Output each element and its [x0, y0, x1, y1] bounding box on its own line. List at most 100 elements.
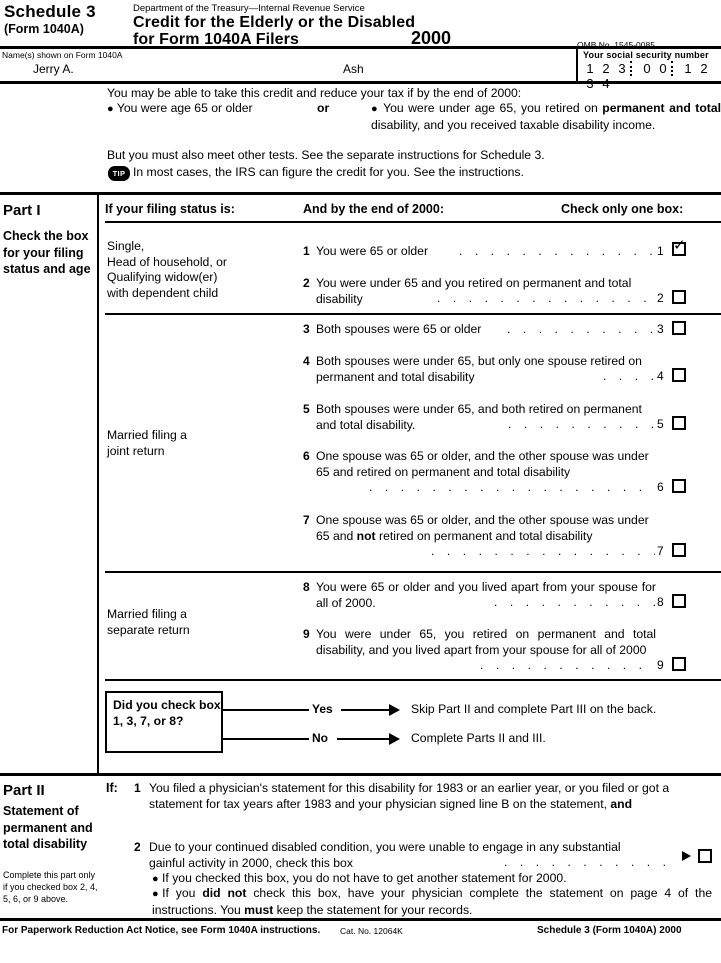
name-field-label: Name(s) shown on Form 1040A: [2, 50, 123, 60]
ssn-digit-6: 1: [684, 61, 692, 76]
intro-bullet-1-text: You were age 65 or older: [116, 101, 253, 115]
flow-line-yes-2: [341, 709, 390, 711]
part2-item1-text: You filed a physician's statement for th…: [149, 781, 714, 812]
part2-title: Part II: [3, 782, 45, 799]
filing-status-joint: Married filing a joint return: [107, 428, 187, 458]
checkbox-row-4[interactable]: [672, 368, 686, 382]
row-3-leader: . . . . . . . . . . . . . .: [507, 322, 655, 336]
ssn-value[interactable]: 123 00 1234: [582, 61, 721, 91]
intro-bullet-2-c: disability, and you received taxable dis…: [371, 117, 656, 132]
form-title-line2: for Form 1040A Filers: [133, 31, 300, 48]
row-3-box-number: 3: [657, 322, 664, 336]
column-header-check-one: Check only one box:: [561, 202, 684, 216]
name-last-value[interactable]: Ash: [343, 62, 364, 76]
name-first-value[interactable]: Jerry A.: [33, 62, 74, 76]
ssn-digit-1: 1: [586, 61, 594, 76]
row-9-leader: . . . . . . . . . . . . . . . .: [480, 658, 655, 672]
footer-catalog-number: Cat. No. 12064K: [340, 926, 403, 936]
row-9-text: You were under 65, you retired on perman…: [316, 627, 656, 657]
arrow-right-icon: [389, 733, 400, 745]
row-1-box-number: 1: [657, 244, 664, 258]
ssn-separator: [630, 61, 639, 76]
part2-bullet-2-a: If you: [162, 886, 203, 900]
footer-paperwork-notice: For Paperwork Reduction Act Notice, see …: [2, 925, 321, 936]
flow-dest-yes: Skip Part II and complete Part III on th…: [411, 702, 657, 716]
row-8-box-number: 8: [657, 595, 664, 609]
checkbox-row-9[interactable]: [672, 657, 686, 671]
divider-after-group-single: [105, 313, 721, 315]
part2-item2-leader: . . . . . . . . . . . . .: [504, 855, 670, 869]
part2-bullet-2: ●If you did not check this box, have you…: [152, 886, 712, 918]
part2-bullet-2-e: keep the statement for your records.: [273, 902, 473, 917]
filing-status-single: Single, Head of household, or Qualifying…: [107, 239, 227, 300]
ssn-separator: [671, 61, 680, 76]
checkbox-row-2[interactable]: [672, 290, 686, 304]
part2-bullet-2-bold-2: must: [244, 902, 274, 917]
omb-number: OMB No. 1545-0085: [577, 40, 655, 50]
row-7-number: 7: [303, 513, 310, 527]
callout-question: Did you check box 1, 3, 7, or 8?: [113, 698, 221, 728]
row-6-leader: . . . . . . . . . . . . . . . . . . . . …: [369, 480, 655, 494]
checkbox-row-5[interactable]: [672, 416, 686, 430]
row-5-number: 5: [303, 402, 310, 416]
ssn-digit-4: 0: [643, 61, 651, 76]
divider-above-footer: [0, 918, 721, 921]
filing-status-separate: Married filing a separate return: [107, 607, 190, 637]
form-reference: (Form 1040A): [4, 22, 84, 36]
part2-bullet-1-text: If you checked this box, you do not have…: [162, 871, 567, 885]
column-header-end-of-year: And by the end of 2000:: [303, 202, 444, 216]
part1-subtitle: Check the box for your filing status and…: [3, 229, 91, 276]
row-6-text: One spouse was 65 or older, and the othe…: [316, 449, 649, 479]
intro-bullet-2: ● You were under age 65, you retired on …: [371, 101, 721, 133]
bullet-dot-icon: ●: [152, 888, 163, 900]
divider-under-name: [0, 81, 721, 84]
checkbox-row-7[interactable]: [672, 543, 686, 557]
checkbox-part2-item2[interactable]: [698, 849, 712, 863]
part2-item1-bold: and: [610, 796, 633, 811]
part2-item2-text: Due to your continued disabled condition…: [149, 840, 621, 870]
part1-title: Part I: [3, 202, 41, 219]
callout-box: Did you check box 1, 3, 7, or 8?: [105, 691, 223, 753]
row-8-text: You were 65 or older and you lived apart…: [316, 580, 656, 610]
row-2-leader: . . . . . . . . . . . . . . . . . . . . …: [437, 291, 655, 305]
ssn-digit-3: 3: [618, 61, 626, 76]
row-2-text: You were under 65 and you retired on per…: [316, 276, 632, 306]
part2-bullet-2-c: check this box, have your physician comp…: [152, 886, 712, 917]
footer-form-id: Schedule 3 (Form 1040A) 2000: [537, 925, 682, 936]
checkbox-row-1[interactable]: ✓: [672, 238, 686, 256]
ssn-label: Your social security number: [583, 50, 709, 60]
row-7-leader: . . . . . . . . . . . . . . . . . . . . …: [431, 544, 655, 558]
part1-column-divider: [97, 192, 99, 776]
flow-line-yes: [223, 709, 309, 711]
part2-item2-number: 2: [134, 840, 141, 854]
tip-text: In most cases, the IRS can figure the cr…: [133, 165, 524, 179]
tip-icon-label: TIP: [112, 169, 126, 178]
row-9-box-number: 9: [657, 658, 664, 672]
row-4-text: Both spouses were under 65, but only one…: [316, 354, 642, 384]
arrow-right-icon: [682, 851, 691, 861]
part2-note: Complete this part only if you checked b…: [3, 870, 98, 904]
row-4-number: 4: [303, 354, 310, 368]
checkbox-row-3[interactable]: [672, 321, 686, 335]
row-6-box-number: 6: [657, 480, 664, 494]
intro-or-label: or: [317, 101, 330, 115]
checkbox-row-8[interactable]: [672, 594, 686, 608]
row-7-box-number: 7: [657, 544, 664, 558]
checkmark-icon: ✓: [673, 237, 686, 254]
checkbox-row-6[interactable]: [672, 479, 686, 493]
tip-icon: TIP: [108, 166, 130, 181]
flow-dest-no: Complete Parts II and III.: [411, 731, 546, 745]
form-title-line1: Credit for the Elderly or the Disabled: [133, 14, 416, 31]
intro-bullet-2-a: You were under age 65, you retired on: [383, 101, 603, 115]
intro-bullet-1: ● You were age 65 or older: [107, 101, 253, 118]
divider-under-column-headers: [105, 221, 721, 223]
bullet-dot-icon: ●: [371, 103, 379, 115]
row-8-leader: . . . . . . . . . . . . . . .: [494, 595, 655, 609]
flow-line-no-2: [337, 738, 390, 740]
arrow-right-icon: [389, 704, 400, 716]
row-8-number: 8: [303, 580, 310, 594]
row-1-number: 1: [303, 244, 310, 258]
row-3-text: Both spouses were 65 or older: [316, 322, 482, 336]
divider-after-group-joint: [105, 571, 721, 573]
row-4-box-number: 4: [657, 369, 664, 383]
